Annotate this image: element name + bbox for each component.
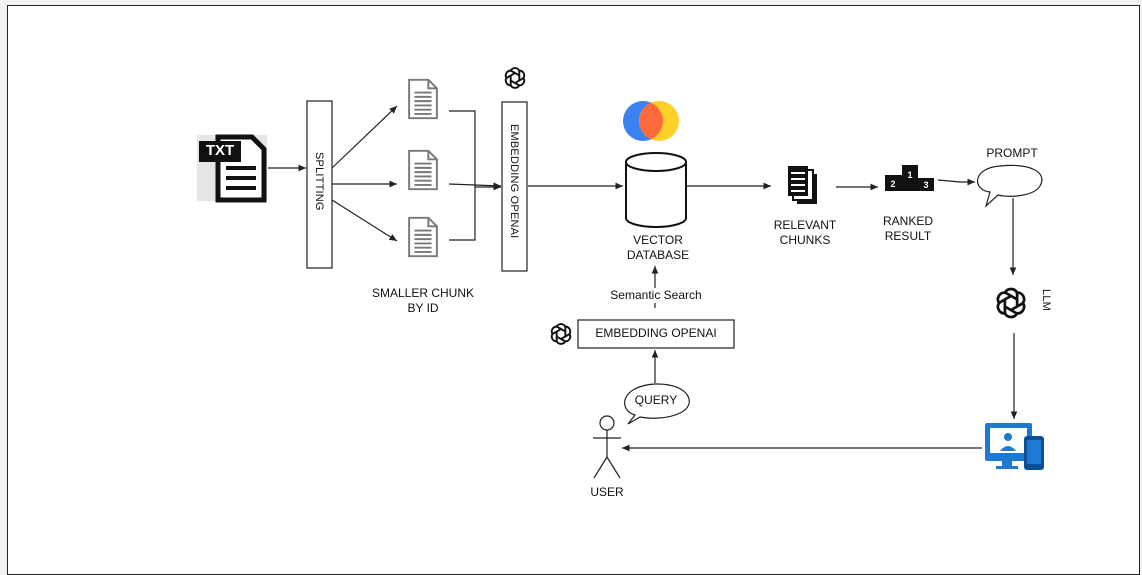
embedding-openai-box: [501, 101, 528, 272]
query-bubble-icon: [624, 383, 690, 425]
podium-2: 2: [890, 179, 895, 189]
query-label: QUERY: [634, 393, 678, 407]
splitting-box: [306, 100, 333, 269]
relevant-chunks-label: RELEVANT CHUNKS: [773, 218, 837, 247]
chunk-doc-icon-1: [408, 78, 438, 120]
chunk-doc-icon-2: [408, 149, 438, 191]
embedding-query-box: [577, 319, 735, 349]
txt-file-icon: [197, 134, 267, 203]
podium-1: 1: [907, 170, 912, 180]
openai-icon-top: [504, 68, 525, 88]
diagram-canvas: [7, 5, 1140, 575]
vector-database-label: VECTOR DATABASE: [626, 233, 690, 262]
llm-label: LLM: [1040, 289, 1052, 311]
txt-icon-label: TXT: [205, 142, 235, 159]
semantic-search-label: Semantic Search: [600, 288, 712, 303]
chunk-doc-icon-3: [408, 216, 438, 258]
ranked-result-label: RANKED RESULT: [882, 214, 933, 243]
vector-db-logo-icon: [623, 101, 679, 141]
openai-icon-query: [550, 324, 571, 344]
ranked-podium-icon: 2 1 3: [885, 165, 934, 191]
prompt-bubble-icon: [976, 164, 1043, 208]
user-figure-icon: [593, 415, 621, 479]
database-icon: [625, 152, 687, 228]
embedding-openai-vertical-label: EMBEDDING OPENAI: [508, 124, 520, 239]
embedding-query-label: EMBEDDING OPENAI: [595, 326, 717, 340]
display-devices-icon: [985, 423, 1044, 470]
splitting-label: SPLITTING: [313, 152, 325, 211]
user-label: USER: [590, 485, 624, 499]
prompt-label: PROMPT: [986, 146, 1038, 160]
relevant-chunks-icon: [788, 166, 817, 204]
diagram-svg: 2 1 3: [197, 0, 1044, 479]
podium-3: 3: [923, 180, 928, 190]
openai-icon-llm: [996, 289, 1026, 317]
smaller-chunk-label: SMALLER CHUNK BY ID: [371, 286, 475, 315]
